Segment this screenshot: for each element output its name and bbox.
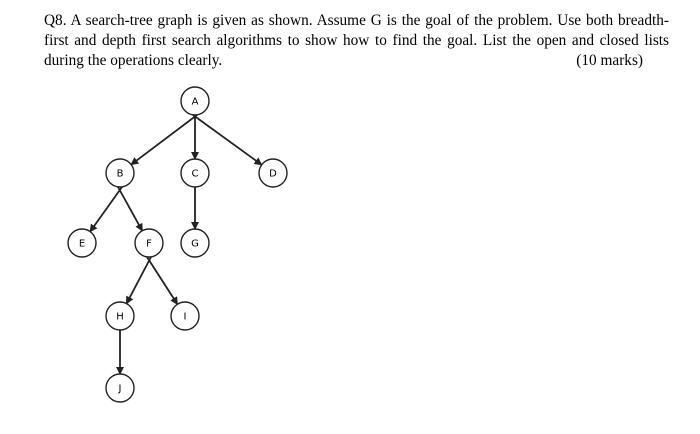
edge-f-h xyxy=(125,256,152,305)
node-label: C xyxy=(192,169,199,180)
node-g: G xyxy=(180,228,210,258)
node-label: I xyxy=(184,312,187,323)
node-e: E xyxy=(67,228,97,258)
marks-label: (10 marks) xyxy=(576,52,643,69)
edge-f-i xyxy=(146,256,179,306)
node-j: J xyxy=(105,373,135,403)
node-label: G xyxy=(191,239,199,250)
node-circle xyxy=(105,301,135,331)
edge-a-b xyxy=(130,114,198,166)
node-label: A xyxy=(192,97,199,108)
node-label: F xyxy=(146,239,152,250)
question-text: Q8. A search-tree graph is given as show… xyxy=(44,11,669,71)
node-f: F xyxy=(134,228,164,258)
node-i: I xyxy=(170,301,200,331)
node-circle xyxy=(105,158,135,188)
node-circle xyxy=(134,228,164,258)
node-label: B xyxy=(117,169,124,180)
node-d: D xyxy=(258,158,288,188)
node-circle xyxy=(170,301,200,331)
node-circle xyxy=(105,373,135,403)
node-label: D xyxy=(269,169,277,180)
question-body: Q8. A search-tree graph is given as show… xyxy=(44,12,669,69)
node-label: J xyxy=(118,384,122,395)
node-h: H xyxy=(105,301,135,331)
node-label: E xyxy=(79,239,85,250)
node-label: H xyxy=(116,312,124,323)
node-circle xyxy=(180,158,210,188)
node-circle xyxy=(180,228,210,258)
edge-a-d xyxy=(192,114,263,166)
edge-b-e xyxy=(89,186,123,233)
node-circle xyxy=(258,158,288,188)
node-a: A xyxy=(180,86,210,116)
node-circle xyxy=(180,86,210,116)
node-b: B xyxy=(105,158,135,188)
node-c: C xyxy=(180,158,210,188)
node-circle xyxy=(67,228,97,258)
edge-b-f xyxy=(117,186,144,232)
